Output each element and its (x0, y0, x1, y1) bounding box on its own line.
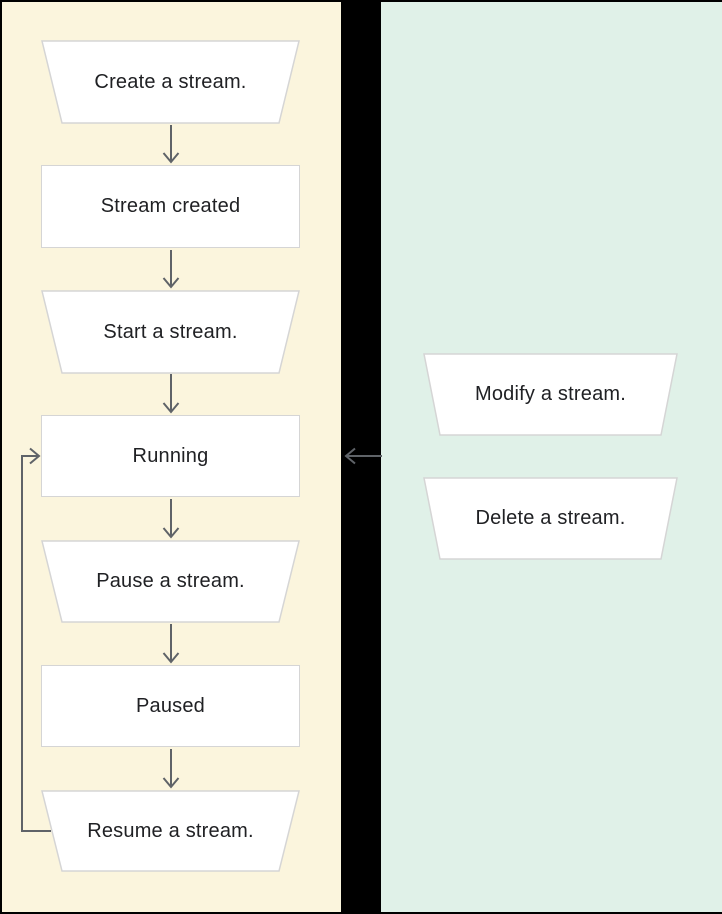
node-label: Running (132, 444, 209, 467)
node-label: Delete a stream. (475, 507, 626, 529)
stream-actions-panel (381, 2, 722, 912)
trapezoid-shape (41, 790, 300, 872)
node-start-stream: Start a stream. (41, 290, 300, 374)
node-label: Paused (135, 694, 206, 717)
node-label: Stream created (100, 195, 241, 217)
trapezoid-shape (41, 290, 300, 374)
trapezoid-shape (41, 40, 300, 124)
node-label: Create a stream. (94, 70, 247, 93)
node-running: Running (41, 415, 300, 497)
trapezoid-shape (41, 540, 300, 623)
node-delete-stream: Delete a stream. (423, 477, 678, 560)
node-label: Resume a stream. (87, 819, 254, 842)
node-create-stream: Create a stream. (41, 40, 300, 124)
trapezoid-shape (423, 477, 678, 560)
node-stream-created: Stream created (41, 165, 300, 248)
node-paused: Paused (41, 665, 300, 747)
trapezoid-shape (423, 353, 678, 436)
arrow-right-panel-to-running (344, 447, 382, 465)
node-label: Pause a stream. (96, 570, 245, 592)
node-label: Modify a stream. (474, 383, 627, 405)
node-modify-stream: Modify a stream. (423, 353, 678, 436)
node-label: Start a stream. (103, 320, 238, 343)
node-resume-stream: Resume a stream. (41, 790, 300, 872)
node-pause-stream: Pause a stream. (41, 540, 300, 623)
